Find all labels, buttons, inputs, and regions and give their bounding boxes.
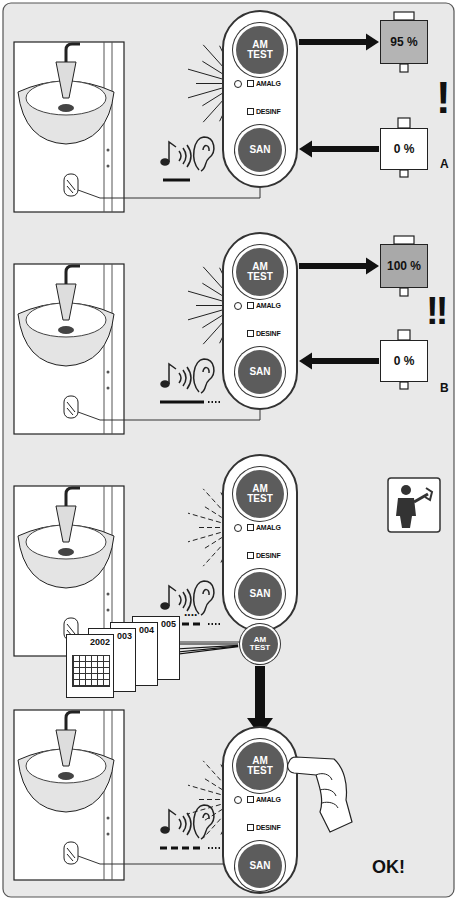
test-button: AM TEST [236, 248, 284, 296]
control-panel: AMALG DESINF AM TEST SAN [222, 232, 298, 410]
indicator-lamp [234, 796, 242, 804]
container-level: 100 % [380, 244, 428, 288]
container-level: 0 % [380, 128, 428, 170]
indicator-row: DESINF [234, 106, 292, 117]
frame [3, 3, 454, 897]
indicator-label: AMALG [256, 302, 281, 309]
sound-signal [160, 137, 220, 848]
button-callout: AM TEST [242, 626, 278, 662]
label-box: .... [184, 606, 197, 618]
button-label: SAN [242, 145, 278, 156]
control-panel: AMALG DESINF AM TEST SAN [222, 454, 298, 632]
control-panel: AMALG DESINF AM TEST SAN [222, 10, 298, 188]
level-text: 0 % [394, 142, 415, 156]
san-button: SAN [238, 350, 282, 394]
level-text: 95 % [390, 35, 417, 49]
indicator-row: AMALG [234, 78, 292, 89]
connector [299, 353, 379, 370]
indicator-row: AMALG [234, 794, 292, 805]
button-label: AM TEST [240, 756, 280, 777]
indicator-label: AMALG [256, 524, 281, 531]
year-text: 2002 [67, 635, 113, 647]
label-box: OK! [372, 858, 405, 876]
indicator-square [247, 302, 254, 309]
indicator-label: DESINF [256, 330, 280, 337]
test-button: AM TEST [236, 470, 284, 518]
note-label: !! [426, 292, 445, 330]
label-box: !! [426, 292, 445, 330]
container-level: 0 % [380, 340, 428, 382]
label-box: B [440, 382, 449, 394]
indicator-square [247, 796, 254, 803]
indicator-square [247, 524, 254, 531]
indicator-square [247, 824, 254, 831]
service-icon [388, 478, 440, 532]
note-label: OK! [372, 858, 405, 876]
label-box: ! [436, 76, 448, 120]
button-label: AM TEST [240, 40, 280, 61]
connector [299, 34, 379, 51]
san-button: SAN [238, 844, 282, 888]
indicator-row: DESINF [234, 550, 292, 561]
connector [299, 141, 379, 158]
indicator-label: DESINF [256, 108, 280, 115]
indicator-lamp [234, 302, 242, 310]
level-text: 100 % [387, 259, 421, 273]
indicator-square [247, 330, 254, 337]
button-label: SAN [242, 861, 278, 872]
control-panel: AMALG DESINF AM TEST SAN [222, 726, 298, 894]
indicator-label: AMALG [256, 80, 281, 87]
connector [180, 644, 238, 645]
san-button: SAN [238, 128, 282, 172]
indicator-label: DESINF [256, 824, 280, 831]
level-text: 0 % [394, 354, 415, 368]
indicator-square [247, 552, 254, 559]
container-level: 95 % [380, 20, 428, 64]
label-box: A [440, 158, 449, 170]
note-label: .... [184, 606, 197, 618]
indicator-row: AMALG [234, 300, 292, 311]
san-button: SAN [238, 572, 282, 616]
container-caps [394, 12, 414, 389]
test-button: AM TEST [236, 26, 284, 74]
note-label: A [440, 158, 449, 170]
indicator-row: AMALG [234, 522, 292, 533]
indicator-square [247, 80, 254, 87]
calendar-page: 2002 [66, 634, 114, 698]
calendar-grid [72, 655, 110, 687]
indicator-lamp [234, 524, 242, 532]
button-label: SAN [242, 367, 278, 378]
indicator-row: DESINF [234, 328, 292, 339]
sink-unit [14, 42, 124, 880]
test-button: AM TEST [236, 742, 284, 790]
button-label: AM TEST [246, 636, 274, 653]
indicator-square [247, 108, 254, 115]
indicator-label: DESINF [256, 552, 280, 559]
connector [299, 258, 379, 275]
button-label: AM TEST [240, 484, 280, 505]
note-label: B [440, 382, 449, 394]
button-label: SAN [242, 589, 278, 600]
button-label: AM TEST [240, 262, 280, 283]
indicator-label: AMALG [256, 796, 281, 803]
indicator-row: DESINF [234, 822, 292, 833]
indicator-lamp [234, 80, 242, 88]
note-label: ! [436, 76, 448, 120]
